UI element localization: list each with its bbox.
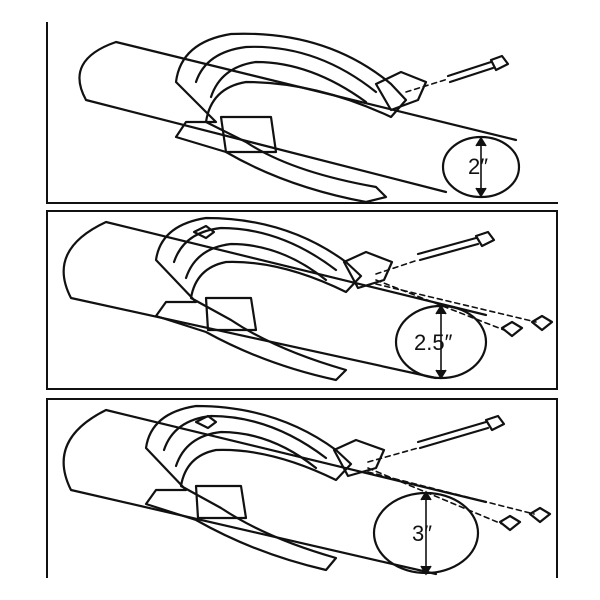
bolt <box>416 230 496 262</box>
clamp-body <box>174 32 408 204</box>
top-nut <box>194 414 218 430</box>
diameter-label: 2.5″ <box>414 330 453 355</box>
pipe <box>62 408 488 576</box>
panel-border-left <box>46 398 48 578</box>
diameter-arrow <box>420 490 432 576</box>
bolt-axis-dashed <box>405 78 449 93</box>
panel-border-left <box>46 22 48 204</box>
nut-2 <box>530 314 554 332</box>
panel-border-right <box>556 398 558 578</box>
diameter-arrow <box>435 304 447 380</box>
diameter-label: 2″ <box>468 154 488 179</box>
panel-border-bottom <box>46 388 558 390</box>
panel-2in: 2″ <box>46 22 558 204</box>
panel-border-top <box>46 210 558 212</box>
panel-border-bottom <box>46 202 558 204</box>
panel-border-right <box>556 210 558 390</box>
clamp-diagram-2in: 2″ <box>78 32 521 204</box>
clamp-body <box>144 404 353 572</box>
panel-3in: 3″ <box>46 398 558 578</box>
nut-1 <box>500 320 524 338</box>
diameter-arrow <box>475 136 487 198</box>
pipe <box>62 220 488 380</box>
bolt-axis-dashed <box>375 259 419 275</box>
bolt-axis-dashed <box>367 447 419 463</box>
clamp-tab <box>342 250 394 290</box>
clamp-diagram-3in: 3″ <box>62 404 552 576</box>
clamp-diagram-2-5in: 2.5″ <box>62 216 554 382</box>
nut-1 <box>498 514 522 532</box>
panel-border-top <box>46 398 558 400</box>
nut-2 <box>528 506 552 524</box>
diameter-label: 3″ <box>412 521 432 546</box>
clamp-body <box>154 216 363 382</box>
clamp-tab <box>374 70 428 112</box>
bolt <box>446 54 510 84</box>
bolt <box>416 414 506 450</box>
top-nut <box>192 224 216 240</box>
panel-border-left <box>46 210 48 390</box>
pipe <box>78 40 518 194</box>
panel-2-5in: 2.5″ <box>46 210 558 390</box>
